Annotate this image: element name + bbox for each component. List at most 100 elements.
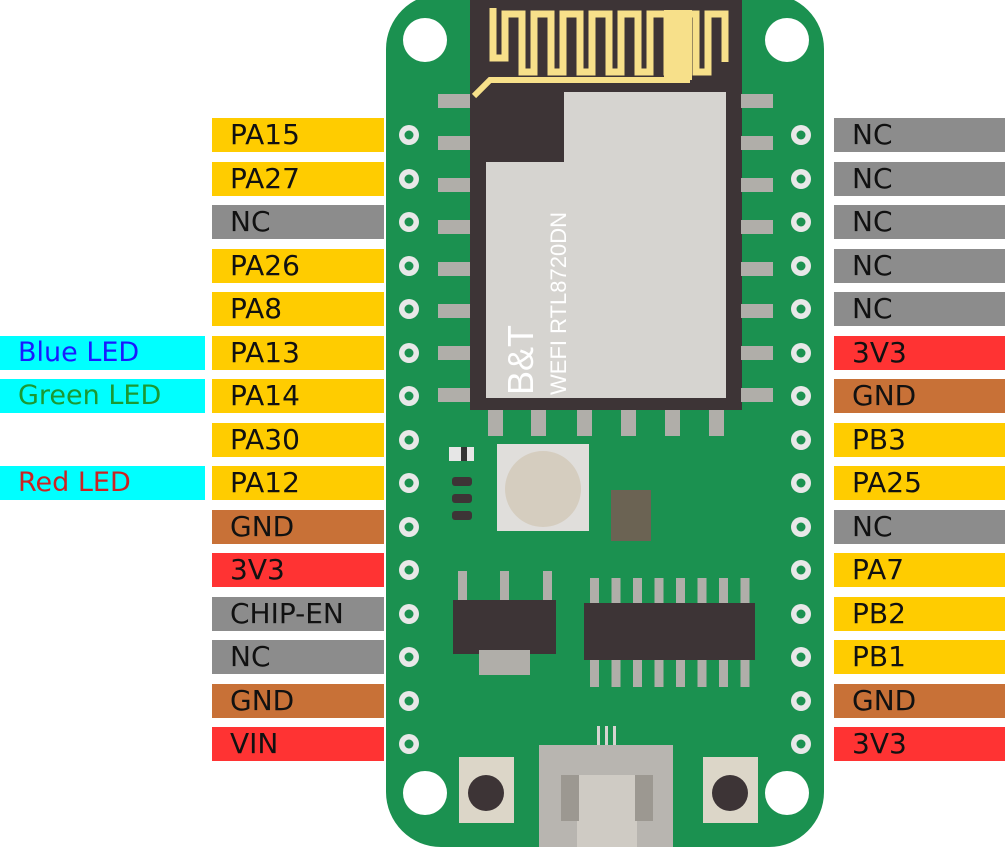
ic-pin — [719, 659, 728, 687]
header-pin-drill — [404, 522, 414, 532]
right-pin-label: NC — [834, 249, 1005, 283]
module-pad — [438, 178, 470, 192]
right-pin-label: PB3 — [834, 423, 1005, 457]
header-pin-drill — [404, 217, 414, 227]
module-pad — [741, 94, 773, 108]
module-pad — [741, 304, 773, 318]
left-pin-label: PA30 — [212, 423, 384, 457]
module-pad — [438, 136, 470, 150]
right-pin-label: PA7 — [834, 553, 1005, 587]
ic-pin — [654, 578, 664, 604]
ic-pin — [719, 578, 728, 604]
left-pin-label: GND — [212, 684, 384, 718]
header-pin-drill — [796, 478, 806, 488]
ic-pin — [740, 578, 750, 604]
mounting-hole-top-left — [403, 18, 447, 62]
right-pin-label: PA25 — [834, 466, 1005, 500]
left-pin-label: CHIP-EN — [212, 597, 384, 631]
header-pin-drill — [404, 391, 414, 401]
ic-pin — [676, 659, 685, 687]
header-pin-drill — [404, 478, 414, 488]
header-pin-drill — [796, 435, 806, 445]
ic-pin — [740, 659, 750, 687]
boot-button[interactable] — [703, 757, 758, 823]
ic-pin — [676, 578, 685, 604]
right-pin-label: 3V3 — [834, 336, 1005, 370]
header-pin-drill — [796, 522, 806, 532]
header-pin-drill — [796, 304, 806, 314]
module-brand: B&T — [500, 325, 541, 395]
ic-pin — [590, 578, 599, 604]
right-pin-label: NC — [834, 292, 1005, 326]
header-pin-drill — [404, 261, 414, 271]
usb-serial-ic — [584, 578, 755, 687]
module-pad — [438, 220, 470, 234]
header-pin-drill — [796, 130, 806, 140]
module-pad — [438, 388, 470, 402]
left-pin-label: PA26 — [212, 249, 384, 283]
led-tag: Blue LED — [0, 336, 205, 370]
left-pin-label: PA14 — [212, 379, 384, 413]
header-pin-drill — [796, 609, 806, 619]
header-pin-drill — [404, 609, 414, 619]
mounting-hole-bottom-right — [765, 771, 809, 815]
header-pin-drill — [404, 174, 414, 184]
module-pad — [438, 262, 470, 276]
capacitor — [611, 490, 651, 541]
left-pin-label: 3V3 — [212, 553, 384, 587]
header-pin-drill — [796, 739, 806, 749]
ic-pin — [633, 578, 642, 604]
header-pin-drill — [404, 565, 414, 575]
mounting-hole-bottom-left — [403, 771, 447, 815]
module-pad — [438, 304, 470, 318]
module-pad — [741, 388, 773, 402]
ic-pin — [590, 659, 599, 687]
header-pin-drill — [796, 348, 806, 358]
module-pad — [741, 136, 773, 150]
left-pin-label: NC — [212, 205, 384, 239]
header-pin-drill — [404, 304, 414, 314]
right-pin-label: PB1 — [834, 640, 1005, 674]
right-pin-label: GND — [834, 684, 1005, 718]
module-pad — [741, 346, 773, 360]
left-pin-label: PA12 — [212, 466, 384, 500]
ic-pin — [611, 578, 621, 604]
left-pin-label: PA8 — [212, 292, 384, 326]
right-pin-label: NC — [834, 118, 1005, 152]
module-pad — [741, 178, 773, 192]
led-tag: Green LED — [0, 379, 205, 413]
header-pin-drill — [796, 261, 806, 271]
mounting-hole-top-right — [765, 18, 809, 62]
header-pin-drill — [796, 174, 806, 184]
right-pin-label: PB2 — [834, 597, 1005, 631]
header-pin-drill — [404, 652, 414, 662]
rf-shield — [486, 92, 726, 398]
wifi-module: B&T WEFI RTL8720DN — [438, 0, 773, 436]
ic-pin — [697, 578, 707, 604]
rgb-led-lens — [505, 451, 581, 527]
right-pin-label: NC — [834, 510, 1005, 544]
smd-resistors — [452, 477, 472, 520]
header-pin-drill — [404, 435, 414, 445]
ic-pin — [611, 659, 621, 687]
left-pin-label: GND — [212, 510, 384, 544]
header-pin-drill — [404, 739, 414, 749]
left-pin-label: PA27 — [212, 162, 384, 196]
micro-usb-connector[interactable] — [539, 726, 673, 847]
left-pin-label: VIN — [212, 727, 384, 761]
voltage-regulator — [453, 571, 556, 675]
header-pin-drill — [796, 217, 806, 227]
led-tag: Red LED — [0, 466, 205, 500]
ic-pin — [697, 659, 707, 687]
right-pin-label: GND — [834, 379, 1005, 413]
module-pad — [741, 220, 773, 234]
module-pad — [438, 346, 470, 360]
header-pin-drill — [404, 348, 414, 358]
ic-pin — [654, 659, 664, 687]
right-pin-label: NC — [834, 162, 1005, 196]
header-pin-drill — [404, 696, 414, 706]
left-pin-label: PA13 — [212, 336, 384, 370]
reset-button[interactable] — [459, 757, 514, 823]
module-pad — [438, 94, 470, 108]
